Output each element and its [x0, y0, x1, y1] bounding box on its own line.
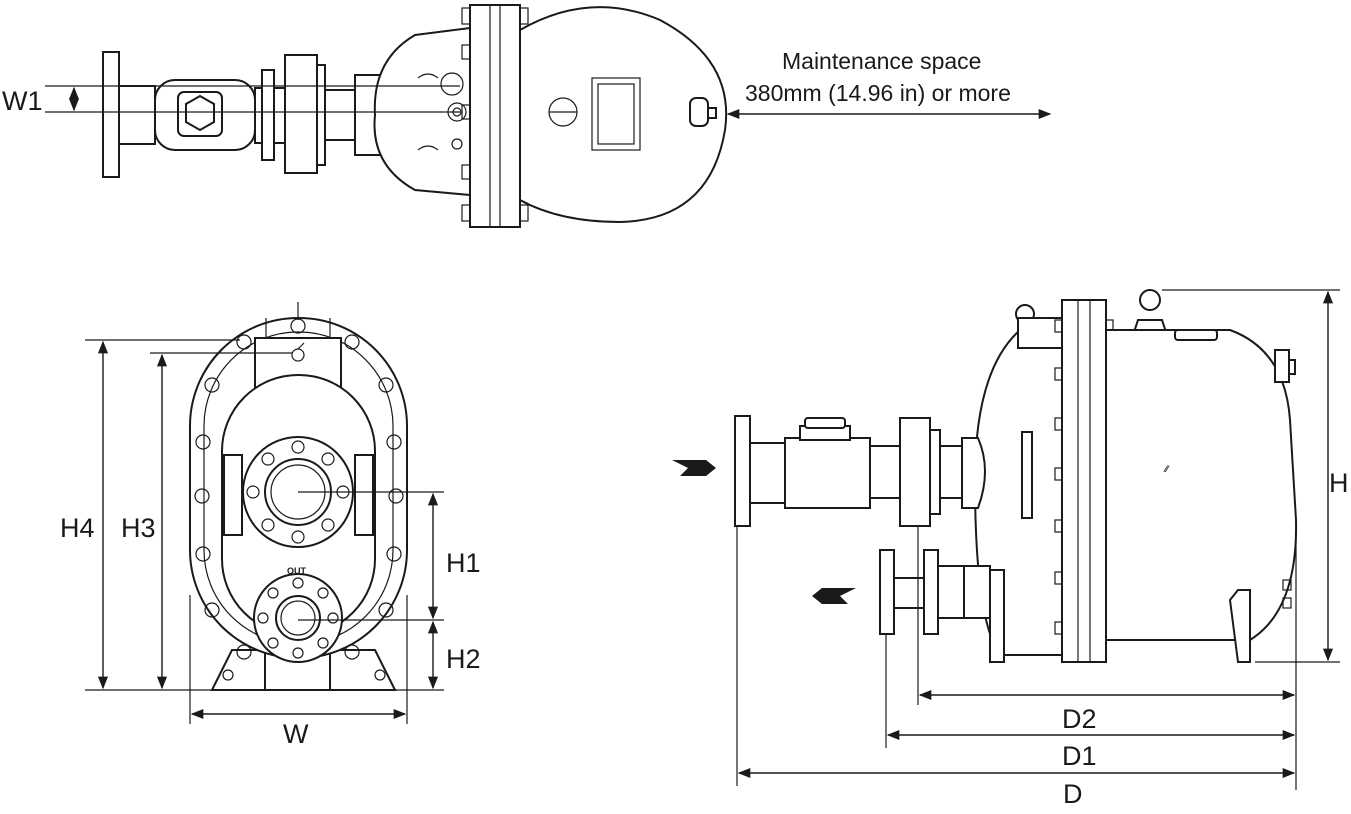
inlet-flow-arrow-icon: [672, 460, 716, 476]
dim-h3: H3: [121, 352, 292, 690]
maintenance-note-line2: 380mm (14.96 in) or more: [745, 80, 1011, 106]
body-bolts: [194, 318, 404, 660]
dim-d2: D2: [917, 526, 1297, 790]
label-h2: H2: [446, 644, 481, 674]
label-h4: H4: [60, 513, 95, 543]
label-d1: D1: [1062, 741, 1097, 771]
svg-text:⁄⁄: ⁄⁄: [1163, 464, 1171, 474]
front-view: OUT: [189, 302, 444, 691]
label-h1: H1: [446, 548, 481, 578]
inlet-bolts: [246, 440, 350, 544]
dim-w: W: [189, 595, 408, 749]
outlet-label: OUT: [287, 566, 307, 576]
label-w: W: [283, 719, 309, 749]
label-h3: H3: [121, 513, 156, 543]
maintenance-note-line1: Maintenance space: [782, 48, 981, 74]
dim-h4: H4: [60, 339, 240, 691]
dim-d: D: [736, 526, 1296, 809]
label-h: H: [1329, 468, 1349, 498]
side-view: ⁄⁄: [672, 289, 1298, 663]
dim-w1: W1: [2, 86, 80, 116]
outlet-bolts: [257, 577, 339, 659]
label-d2: D2: [1062, 704, 1097, 734]
dim-h2: H2: [395, 620, 481, 691]
dim-h1: H1: [427, 492, 481, 620]
dim-h: H: [1162, 289, 1349, 663]
label-w1: W1: [2, 86, 43, 116]
top-view: [45, 4, 728, 228]
label-d: D: [1063, 779, 1083, 809]
maintenance-space: Maintenance space 380mm (14.96 in) or mo…: [726, 48, 1052, 120]
outlet-flow-arrow-icon: [812, 588, 856, 604]
dim-d1: D1: [885, 634, 1296, 771]
